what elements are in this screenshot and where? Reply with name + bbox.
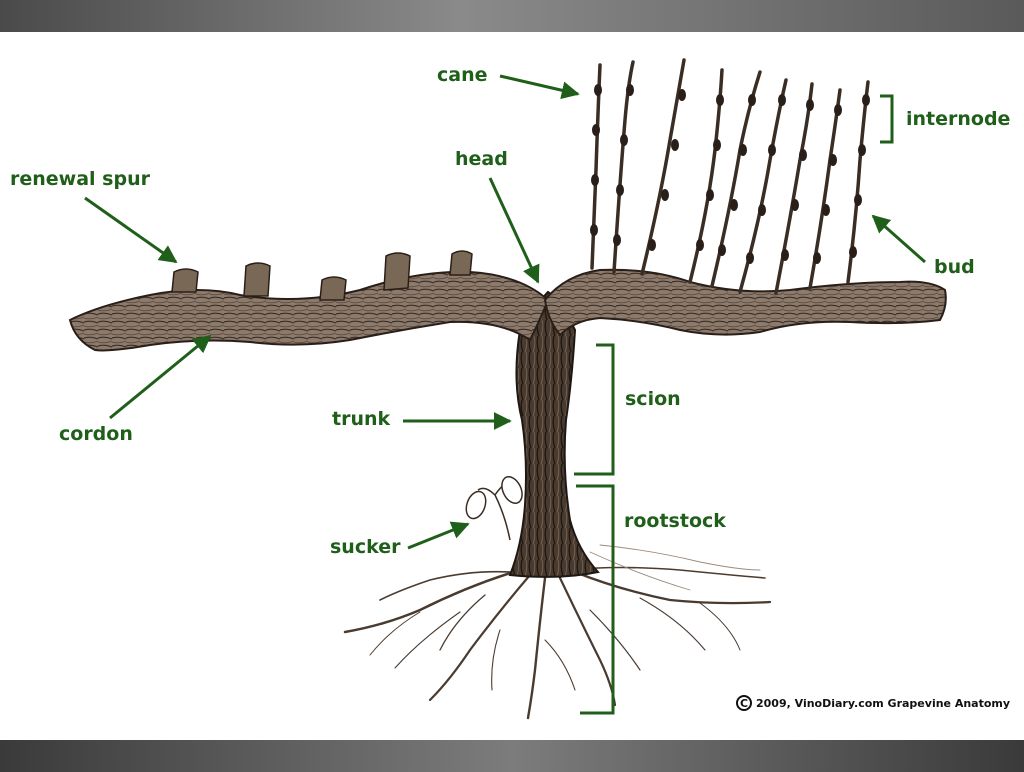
label-rootstock: rootstock: [624, 510, 726, 532]
sucker-arrow: [407, 521, 470, 550]
bottom-frame-bar: [0, 740, 1024, 772]
left-cordon-shape: [68, 270, 550, 352]
sucker-shoot: [465, 476, 523, 541]
renewal-spurs: [171, 250, 473, 301]
internode-bracket: [880, 94, 894, 144]
canes: [590, 58, 870, 295]
annotation-lines: [84, 74, 926, 715]
cordon-arrow: [109, 334, 212, 420]
label-renewal-spur: renewal spur: [10, 168, 150, 190]
cane-buds: [590, 84, 870, 264]
label-cordon: cordon: [59, 423, 133, 445]
head-arrow: [488, 177, 540, 284]
label-scion: scion: [625, 388, 681, 410]
label-sucker: sucker: [330, 536, 401, 558]
label-internode: internode: [906, 108, 1011, 130]
right-cordon-shape: [543, 268, 947, 337]
scion-bracket: [574, 343, 615, 476]
rootstock-bracket: [576, 484, 615, 715]
label-head: head: [455, 148, 508, 170]
roots: [343, 544, 772, 720]
bud-arrow: [871, 214, 926, 264]
cane-arrow: [499, 74, 580, 100]
top-frame-bar: [0, 0, 1024, 32]
label-cane: cane: [437, 64, 488, 86]
label-bud: bud: [934, 256, 975, 278]
credit-line: C 2009, VinoDiary.com Grapevine Anatomy: [736, 695, 1010, 711]
renewal-spur-arrow: [84, 196, 178, 264]
grapevine-diagram: cane internode head renewal spur bud sci…: [0, 32, 1024, 740]
copyright-icon: C: [736, 695, 752, 711]
vine-drawing: [68, 58, 947, 720]
credit-text: 2009, VinoDiary.com Grapevine Anatomy: [756, 696, 1011, 710]
label-trunk: trunk: [332, 408, 391, 430]
